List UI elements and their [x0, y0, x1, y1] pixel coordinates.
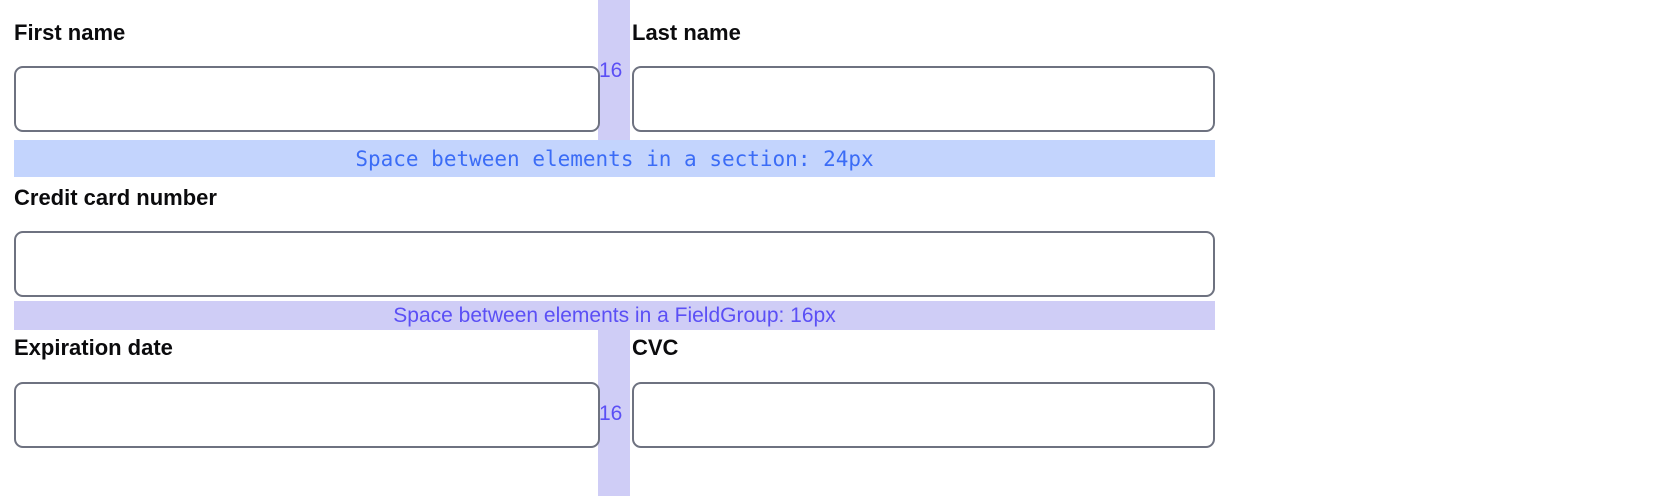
label-credit-card-number: Credit card number	[14, 185, 217, 210]
input-last-name[interactable]	[632, 66, 1215, 132]
input-credit-card-number[interactable]	[14, 231, 1215, 297]
input-first-name[interactable]	[14, 66, 600, 132]
fieldgroup-spacing-label: Space between elements in a FieldGroup: …	[393, 303, 836, 327]
column-gap-value: 16	[599, 58, 623, 82]
column-gap-value: 16	[599, 401, 623, 425]
section-spacing-annotation: Space between elements in a section: 24p…	[14, 140, 1215, 177]
label-cvc: CVC	[632, 335, 679, 360]
label-last-name: Last name	[632, 20, 741, 45]
input-expiration-date[interactable]	[14, 382, 600, 448]
label-first-name: First name	[14, 20, 126, 45]
column-gap-annotation-row-3: 16	[598, 330, 630, 496]
fieldgroup-spacing-annotation: Space between elements in a FieldGroup: …	[14, 301, 1215, 330]
section-spacing-label: Space between elements in a section: 24p…	[355, 146, 874, 171]
label-expiration-date: Expiration date	[14, 335, 173, 360]
input-cvc[interactable]	[632, 382, 1215, 448]
column-gap-annotation-row-1: 16	[598, 0, 630, 140]
